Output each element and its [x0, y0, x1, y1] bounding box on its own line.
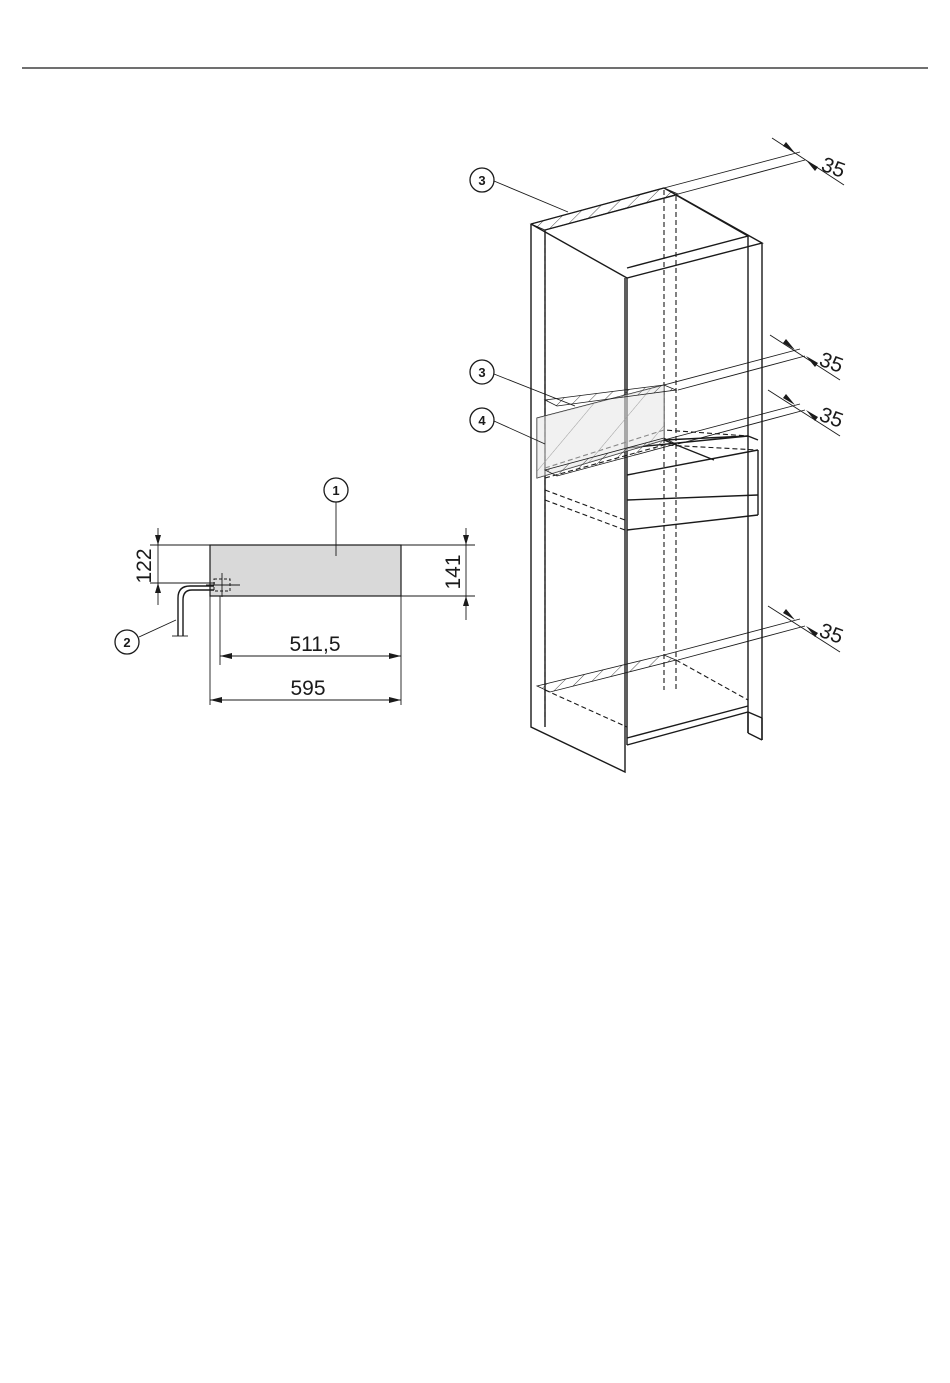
- callout-3-top: 3: [470, 168, 494, 192]
- dim-122: 122: [133, 548, 156, 583]
- appliance-side-body: [210, 545, 401, 596]
- cabinet-view: [494, 138, 844, 772]
- callout-3-mid-label: 3: [478, 365, 485, 380]
- callout-3-top-label: 3: [478, 173, 485, 188]
- dim-141: 141: [442, 554, 465, 589]
- callout-4-label: 4: [478, 413, 486, 428]
- callout-1-label: 1: [332, 483, 339, 498]
- callout-1: 1: [324, 478, 348, 502]
- side-view: [139, 502, 475, 705]
- dim-gap-mid2: 35: [816, 403, 846, 433]
- callout-3-mid: 3: [470, 360, 494, 384]
- dim-gap-mid1: 35: [816, 348, 846, 378]
- dim-511-5: 511,5: [290, 633, 341, 656]
- callout-4: 4: [470, 408, 494, 432]
- dim-gap-top: 35: [818, 153, 848, 183]
- callout-2-label: 2: [123, 635, 130, 650]
- dim-gap-bottom: 35: [816, 619, 846, 649]
- dim-595: 595: [290, 677, 325, 700]
- callout-2: 2: [115, 630, 139, 654]
